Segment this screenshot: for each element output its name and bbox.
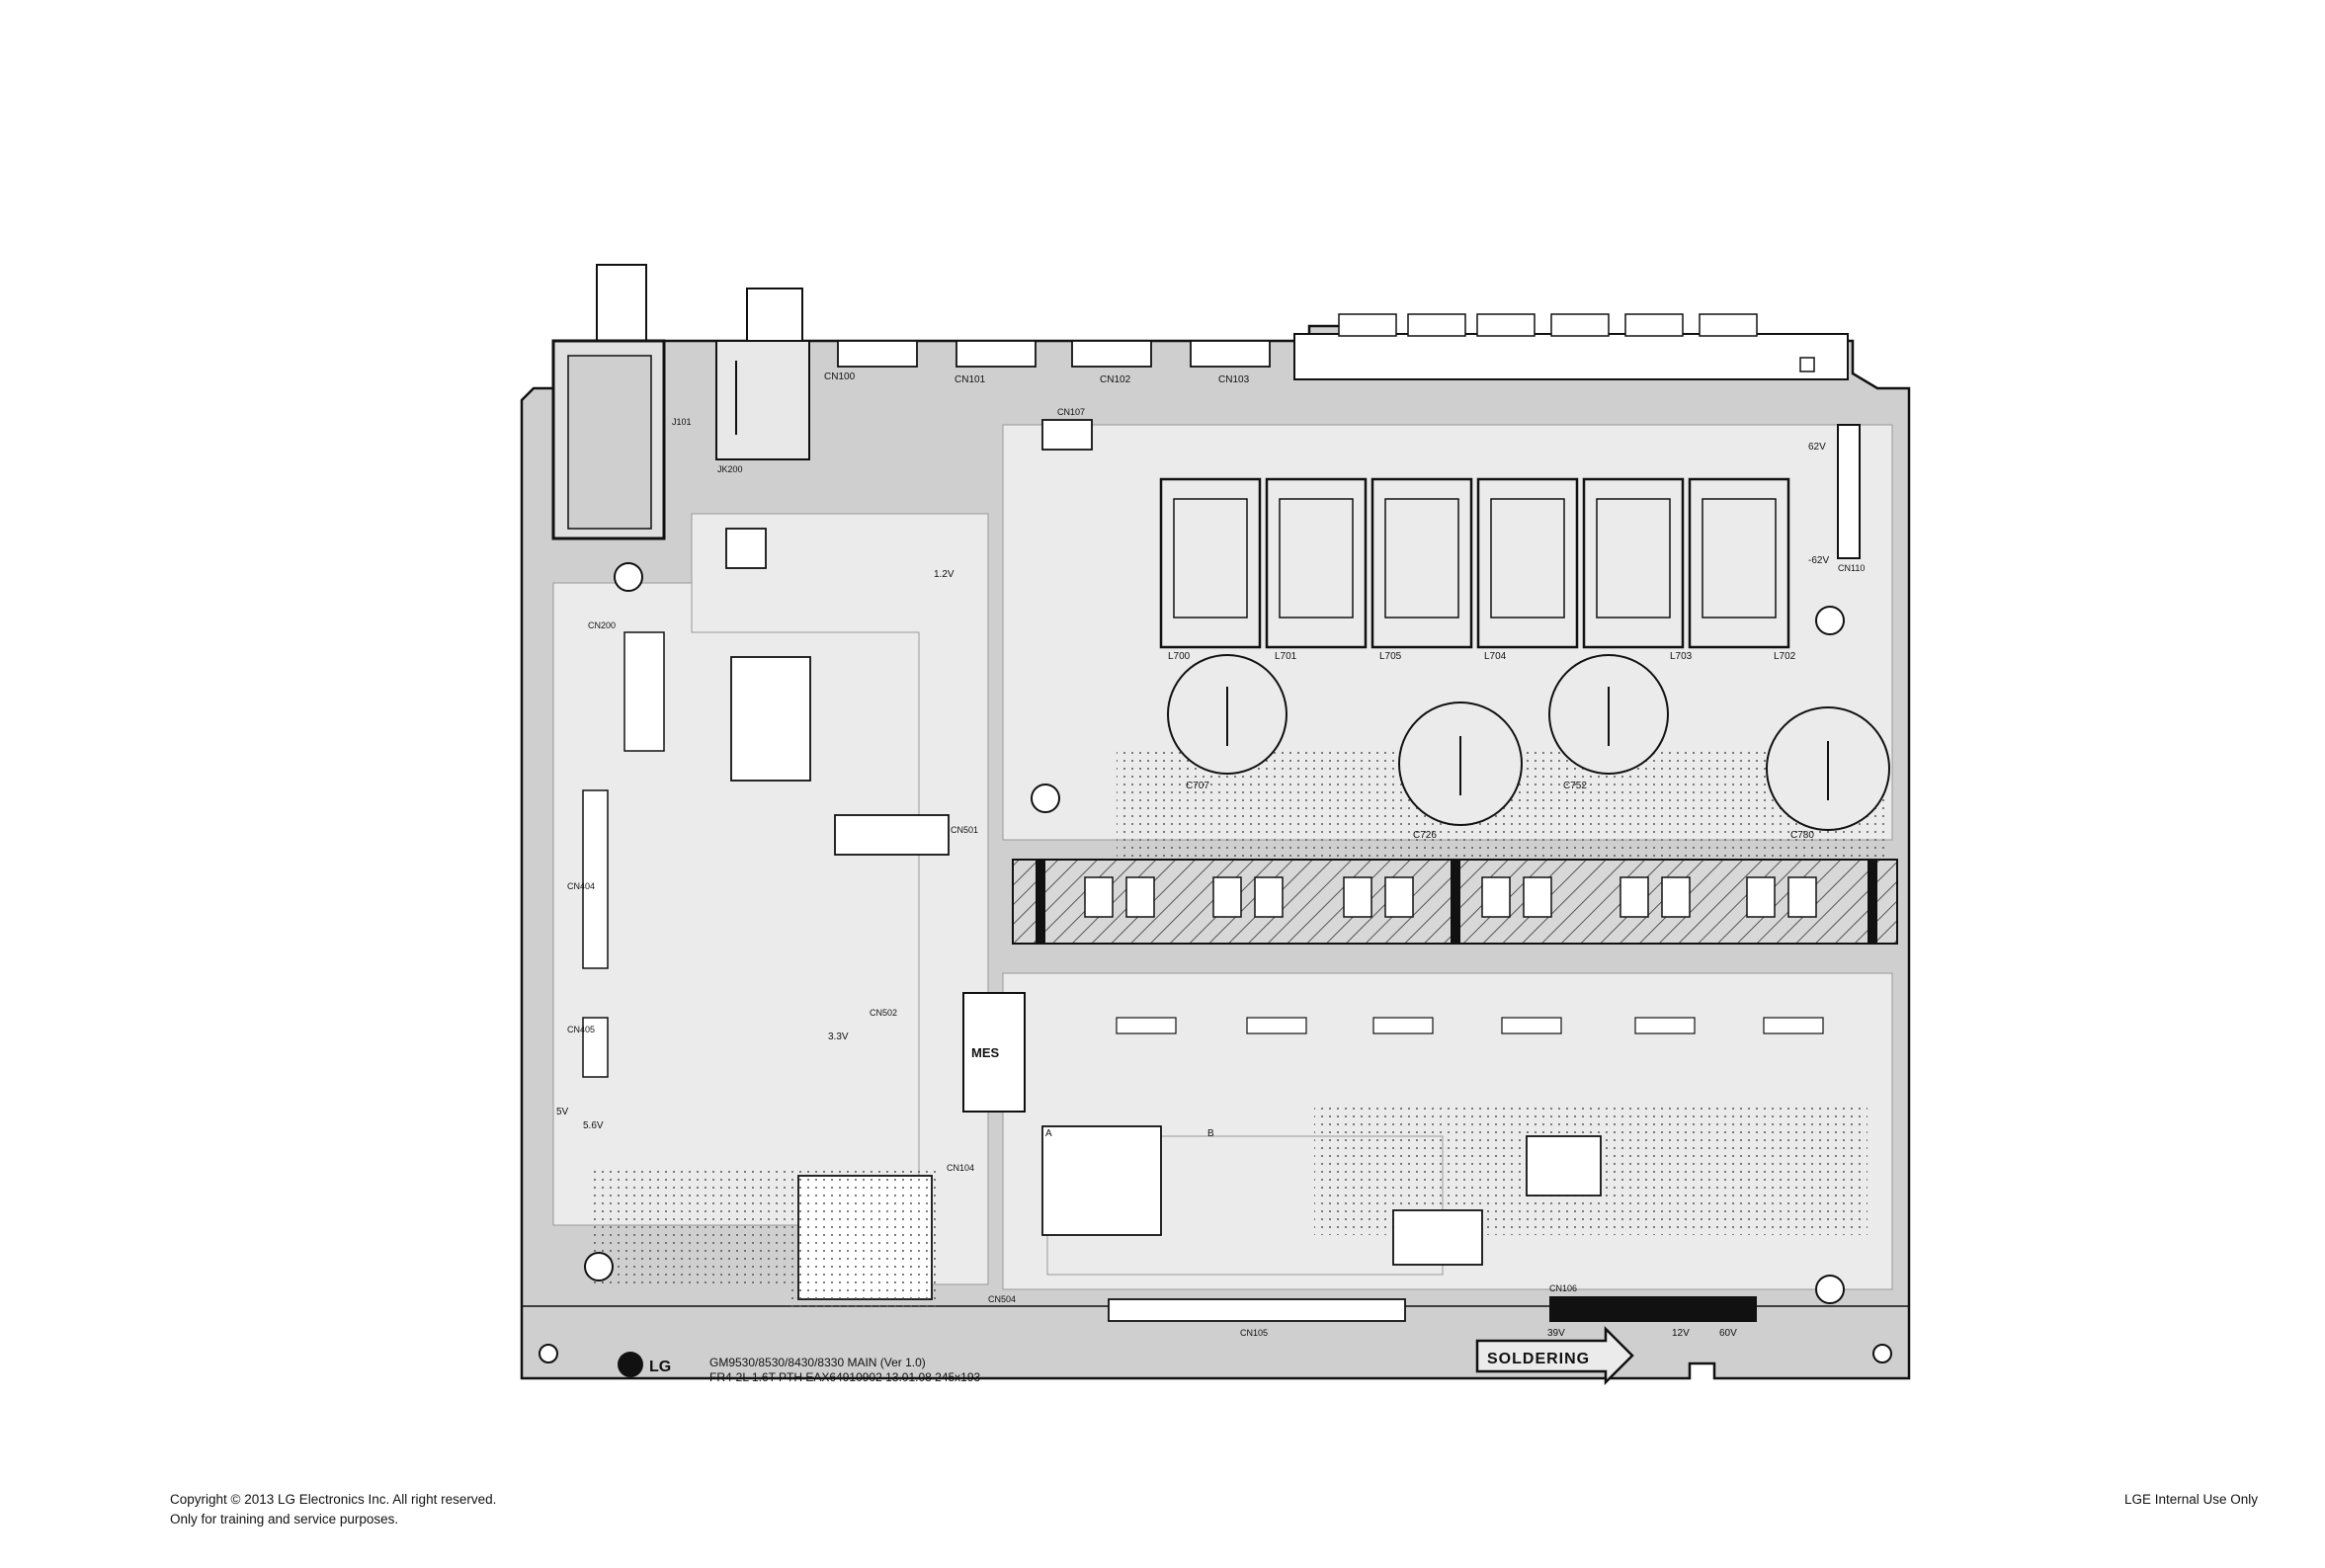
cn502-label: CN502 [870,1008,897,1018]
jk200-label: JK200 [717,464,743,474]
c707-label: C707 [1186,781,1209,791]
marker-b: B [1207,1128,1214,1139]
board-silkscreen-text: GM9530/8530/8430/8330 MAIN (Ver 1.0) FR4… [709,1356,981,1384]
left-edge-connectors [582,631,665,1078]
cn404-label: CN404 [567,881,595,891]
power-transistors [1084,876,1817,918]
cn106-label: CN106 [1549,1283,1577,1293]
cn100-label: CN100 [824,371,856,382]
v39-label: 39V [1547,1328,1565,1339]
top-connector-labels: CN100 CN101 CN102 CN103 [824,371,1250,385]
inductor-row [1159,477,1790,649]
v-62-label: -62V [1808,555,1829,566]
cn110-connector [1837,424,1861,559]
mes-block: MES [962,992,1026,1113]
component-designators: CN107 CN200 CN404 CN405 CN501 CN502 CN10… [556,407,1865,1339]
j101-label: J101 [672,417,692,427]
capacitor-polarity-marks [1226,687,1829,800]
speaker-terminal-block [1293,313,1849,380]
mes-label: MES [971,1045,1000,1060]
internal-use-label: LGE Internal Use Only [2123,1492,2258,1507]
l703-label: L703 [1670,651,1693,662]
ic-pins [789,1166,942,1309]
spec-line: FR4-2L 1.6T PTH EAX64910902 13.01.08 245… [709,1370,981,1384]
lg-logo-text: LG [649,1359,671,1375]
l705-label: L705 [1379,651,1402,662]
v62-label: 62V [1808,442,1826,453]
model-line: GM9530/8530/8430/8330 MAIN (Ver 1.0) [709,1356,926,1369]
driver-stage-components [1116,1017,1824,1034]
cn103-label: CN103 [1218,374,1250,385]
cn200-label: CN200 [588,620,616,630]
l700-label: L700 [1168,651,1191,662]
c726-label: C726 [1413,830,1437,841]
inductor-labels: L700 L701 L705 L704 L703 L702 [1168,651,1796,662]
l701-label: L701 [1275,651,1297,662]
v60-label: 60V [1719,1328,1737,1339]
cn102-label: CN102 [1100,374,1131,385]
top-connector-strip [837,340,1271,368]
v5-label: 5V [556,1107,569,1117]
l702-label: L702 [1774,651,1796,662]
cn501-label: CN501 [951,825,978,835]
l704-label: L704 [1484,651,1507,662]
copyright-block: Copyright © 2013 LG Electronics Inc. All… [170,1490,496,1529]
cn104-label: CN104 [947,1163,974,1173]
v1-2-label: 1.2V [934,569,955,580]
c780-label: C780 [1790,830,1814,841]
cn405-label: CN405 [567,1025,595,1034]
marker-a: A [1045,1128,1052,1139]
v12-label: 12V [1672,1328,1690,1339]
capacitor-labels: C707 C726 C752 C780 [1186,781,1814,841]
lg-logo: LG [618,1352,671,1377]
cn101-label: CN101 [955,374,986,385]
inductor-inner [1173,498,1777,619]
left-jacks [551,264,810,540]
v5-6-label: 5.6V [583,1120,604,1131]
mounting-holes [539,562,1892,1363]
purpose-line: Only for training and service purposes. [170,1512,399,1527]
soldering-label: SOLDERING [1487,1351,1590,1367]
cn110-label: CN110 [1838,563,1865,573]
cn107-label: CN107 [1057,407,1085,417]
v3-3-label: 3.3V [828,1032,849,1042]
c752-label: C752 [1563,781,1587,791]
copyright-line: Copyright © 2013 LG Electronics Inc. All… [170,1492,497,1507]
soldering-arrow: SOLDERING [1475,1325,1634,1386]
cn504-label: CN504 [988,1294,1016,1304]
cn106-connector [1549,1296,1757,1322]
cn105-label: CN105 [1240,1328,1268,1338]
